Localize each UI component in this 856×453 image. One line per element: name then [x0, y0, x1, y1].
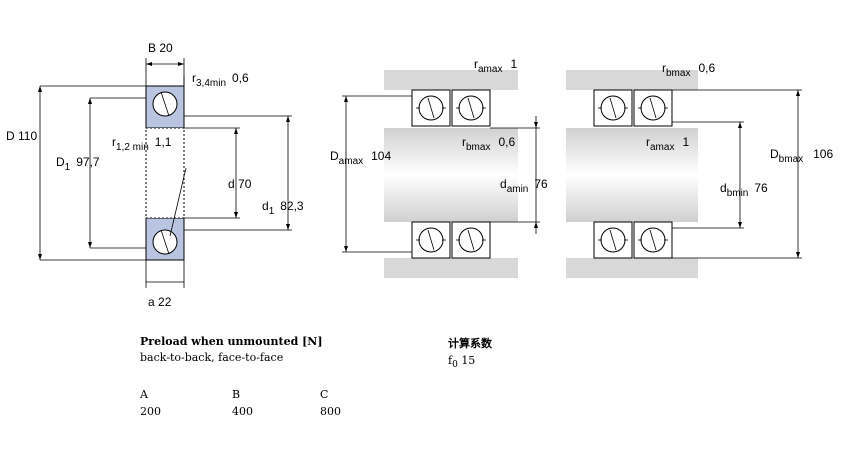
- calc-title: 计算系数: [448, 337, 492, 350]
- preload-col-a: A 200: [140, 388, 161, 418]
- label-d: d 70: [228, 177, 252, 191]
- preload-col-value: 800: [320, 405, 341, 418]
- arrangement-back-to-back: [342, 70, 540, 278]
- single-bearing-section: [38, 58, 292, 288]
- label-D: D 110: [6, 129, 37, 143]
- preload-col-head: A: [140, 388, 148, 401]
- arrangement-face-to-face: [566, 70, 802, 278]
- preload-col-value: 200: [140, 405, 161, 418]
- calc-f0: f0 15: [448, 354, 476, 371]
- preload-col-head: B: [232, 388, 241, 401]
- preload-col-c: C 800: [320, 388, 341, 418]
- preload-title: Preload when unmounted [N]: [140, 335, 323, 348]
- preload-col-head: C: [320, 388, 329, 401]
- preload-subtitle: back-to-back, face-to-face: [140, 351, 284, 364]
- label-B: B 20: [148, 41, 173, 55]
- label-a: a 22: [148, 295, 172, 309]
- preload-panel: Preload when unmounted [N] back-to-back,…: [140, 335, 323, 364]
- preload-col-value: 400: [232, 405, 253, 418]
- preload-col-b: B 400: [232, 388, 253, 418]
- calc-panel: 计算系数 f0 15: [448, 335, 492, 370]
